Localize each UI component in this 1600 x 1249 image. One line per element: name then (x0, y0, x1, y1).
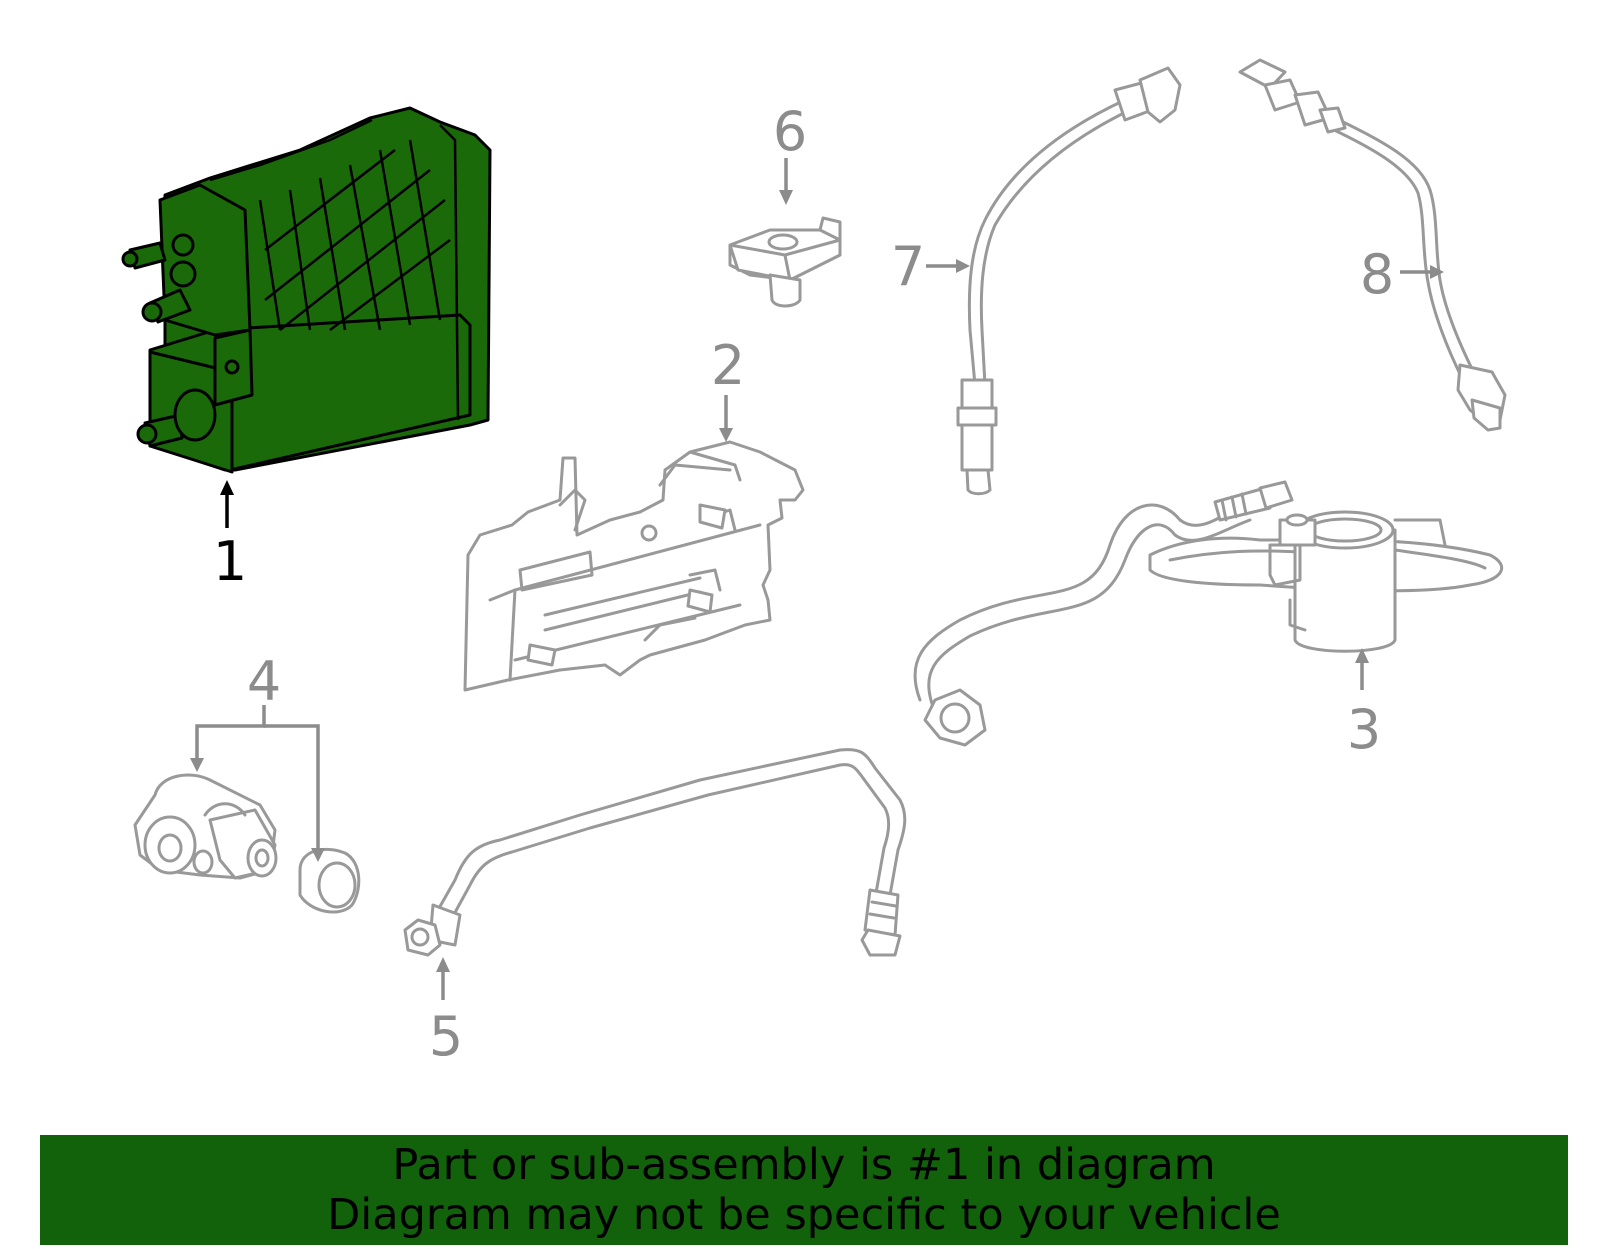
callout-arrow-6 (779, 158, 793, 205)
callout-number-7: 7 (891, 235, 925, 298)
callout-number-3: 3 (1347, 698, 1381, 761)
part-7-o2-sensor[interactable] (956, 66, 1182, 496)
parts-diagram: 1 2 3 4 5 6 7 8 (121, 58, 1507, 1068)
part-4-grommet[interactable] (298, 847, 361, 914)
part-8-o2-sensor[interactable] (1238, 58, 1507, 432)
callout-number-6: 6 (773, 100, 807, 163)
banner-line-disclaimer: Diagram may not be specific to your vehi… (327, 1190, 1281, 1240)
callout-number-8: 8 (1360, 243, 1394, 306)
callout-arrow-3 (1355, 648, 1369, 690)
callout-number-4: 4 (247, 650, 281, 713)
callout-arrow-2 (719, 395, 733, 442)
callout-arrow-8 (1400, 265, 1444, 279)
callout-arrow-7 (926, 259, 970, 273)
part-2-bracket[interactable] (463, 440, 805, 692)
callout-number-2: 2 (711, 334, 745, 397)
banner-line-part-number: Part or sub-assembly is #1 in diagram (392, 1140, 1216, 1190)
part-6-clip[interactable] (728, 216, 842, 308)
part-4-sensor[interactable] (133, 773, 278, 880)
callout-arrow-5 (436, 957, 450, 1000)
part-5-vapor-line[interactable] (403, 748, 907, 957)
callout-number-1: 1 (213, 530, 247, 593)
part-3-purge-valve[interactable] (913, 480, 1503, 747)
notice-banner: Part or sub-assembly is #1 in diagram Di… (40, 1135, 1568, 1245)
callout-arrow-1 (220, 480, 234, 528)
callout-arrow-4 (190, 705, 325, 862)
part-1-canister[interactable] (121, 106, 492, 474)
callout-number-5: 5 (429, 1005, 463, 1068)
